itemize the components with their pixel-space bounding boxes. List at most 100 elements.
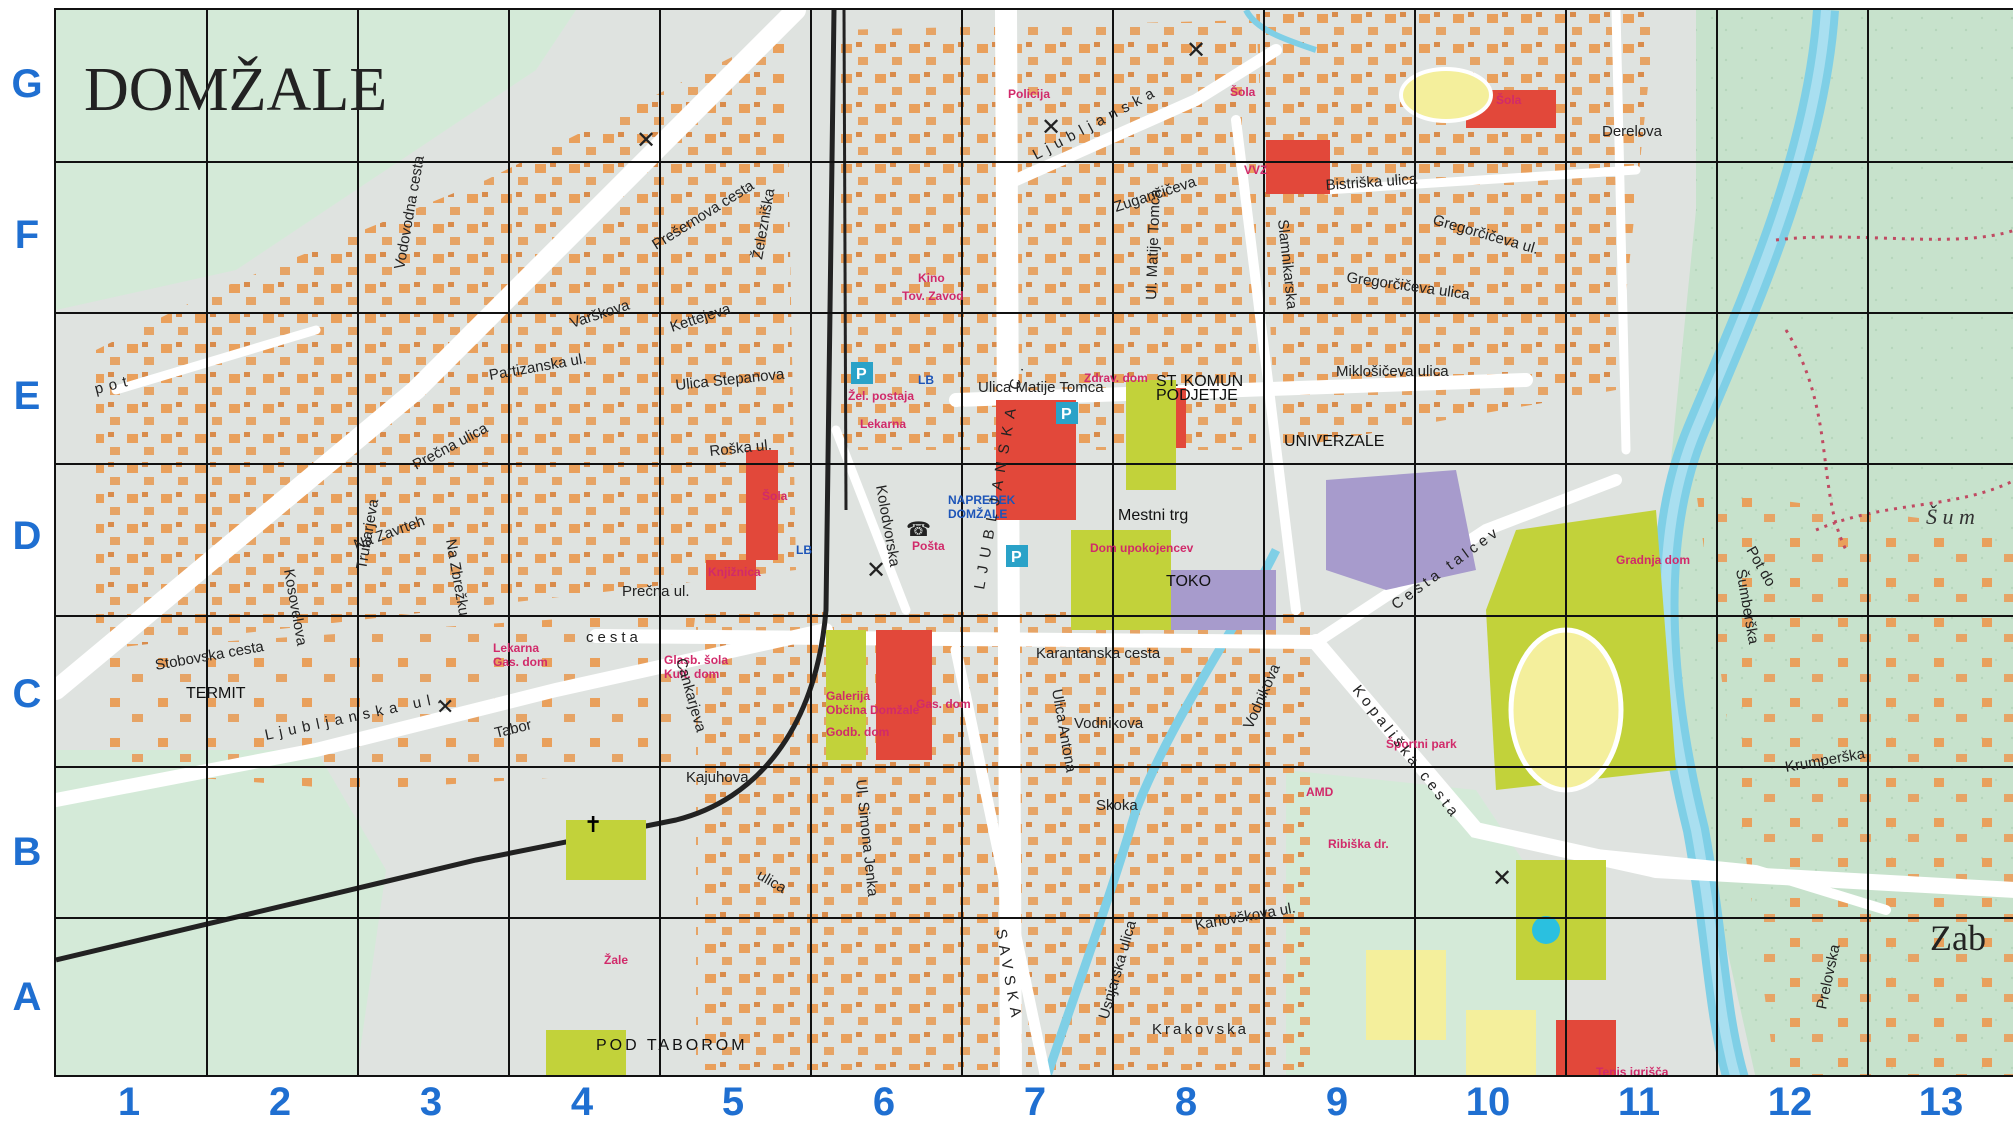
cross-marker-4: ✕ (866, 556, 886, 584)
poi-lb-2: LB (918, 373, 934, 387)
poi-tenis: Tenis igrišča (1596, 1065, 1669, 1077)
street-precna-ul: Prečna ul. (622, 583, 690, 600)
road-ljubljanska-north (1010, 44, 1282, 186)
poi-sola-2: Šola (1496, 92, 1522, 107)
street-kajuhova: Kajuhova (686, 769, 749, 786)
railway-line-double (842, 10, 848, 511)
col-label-5: 5 (721, 1080, 745, 1124)
row-label-e: E (13, 374, 41, 418)
street-skoka: Skoka (1096, 797, 1138, 814)
building-vvz (1266, 140, 1330, 194)
street-karantanska: Karantanska cesta (1036, 645, 1161, 662)
parking-icon-2 (1056, 402, 1078, 424)
road-bistriska (1321, 165, 1641, 195)
poi-tov-zavod: Tov. Zavod (902, 289, 964, 303)
poi-ribiska: Ribiška dr. (1328, 837, 1389, 851)
label-amd: AMD (1306, 785, 1334, 799)
row-label-b: B (12, 830, 42, 874)
poi-kult-dom: Kult. dom (664, 667, 719, 681)
park-south (1516, 860, 1606, 980)
forest-trail (1775, 229, 2013, 551)
school-building-1 (746, 450, 778, 560)
field-south-1 (1366, 950, 1446, 1040)
street-krakovska: Krakovska (1152, 1021, 1249, 1038)
map-frame[interactable]: P P P ✝ ✕ ✕ ✕ ✕ ✕ ✕ ☎ DOMŽALE Mestni trg… (54, 8, 2013, 1077)
green-area-south (1286, 770, 1576, 1075)
col-label-7: 7 (1023, 1080, 1047, 1124)
label-sum: Š u m (1926, 504, 1975, 529)
street-roska: Roška ul. (709, 437, 773, 460)
parking-icon-3 (1006, 545, 1028, 567)
univerzale-complex (1326, 470, 1476, 590)
poi-gas-dom-1: Gas. dom (916, 697, 971, 711)
road-rojska (1611, 10, 1631, 455)
road-kolodvorska (831, 425, 911, 615)
poi-vvz: VVZ (1244, 163, 1267, 177)
row-label-c: C (12, 672, 42, 716)
building-knjiznica (706, 560, 756, 590)
green-area-southwest (56, 750, 386, 1075)
running-track-north (1399, 67, 1493, 123)
cross-marker-3: ✕ (1186, 36, 1206, 64)
col-label-9: 9 (1325, 1080, 1349, 1124)
label-zab: Zab (1930, 918, 1986, 958)
railway-line (56, 10, 837, 963)
label-st-komun: ST. KOMUN (1156, 373, 1243, 390)
church-icon: ✝ (584, 813, 602, 838)
poi-lb-1: LB (796, 543, 812, 557)
road-slamnikarska (1231, 115, 1301, 615)
road-savska (950, 644, 1051, 1075)
label-toko: TOKO (1166, 573, 1211, 590)
cross-marker-5: ✕ (1492, 864, 1512, 892)
label-termit: TERMIT (186, 685, 246, 702)
poi-sola-1: Šola (762, 488, 788, 503)
road-karantanska (589, 629, 1323, 649)
row-label-d: D (12, 514, 42, 558)
road-east-krumperska (1551, 845, 1891, 915)
road-ljubljanska-west (56, 623, 833, 807)
poi-lekarna-2: Lekarna (493, 641, 539, 655)
label-pod-taborom: POD TABOROM (596, 1037, 748, 1054)
field-south-2 (1466, 1010, 1536, 1075)
parking-label-2: P (1061, 406, 1072, 423)
map-title: DOMŽALE (84, 56, 387, 124)
road-cesta-talcev (1310, 474, 1622, 648)
col-label-13: 13 (1918, 1080, 1964, 1124)
park-pod-taborom (546, 1030, 626, 1075)
label-podjetje: PODJETJE (1156, 387, 1238, 404)
street-miklosiceva: Miklošičeva ulica (1336, 363, 1449, 380)
toko-complex (1156, 570, 1276, 630)
poi-kino: Kino (918, 271, 945, 285)
label-univerzale: UNIVERZALE (1284, 433, 1384, 450)
row-label-g: G (11, 62, 43, 106)
col-label-2: 2 (268, 1080, 292, 1124)
poi-gradnja: Gradnja dom (1616, 553, 1690, 567)
houses-far-east (1696, 490, 2013, 1075)
park-dom-upokojencev (1071, 530, 1171, 630)
poi-godb-dom: Godb. dom (826, 725, 889, 739)
poi-posta: Pošta (912, 539, 945, 553)
map-canvas[interactable]: P P P ✝ ✕ ✕ ✕ ✕ ✕ ✕ ☎ DOMŽALE Mestni trg… (56, 10, 2013, 1077)
map-grid (56, 10, 2013, 1075)
row-label-f: F (14, 213, 40, 257)
park-station (826, 630, 866, 760)
row-label-a: A (12, 975, 42, 1019)
col-label-12: 12 (1767, 1080, 1813, 1124)
col-label-11: 11 (1617, 1080, 1661, 1124)
cross-marker-2: ✕ (1041, 113, 1061, 141)
houses-southwest (96, 610, 696, 790)
poi-sola-3: Šola (1230, 84, 1256, 99)
street-derelova: Derelova (1602, 123, 1663, 140)
street-bistriska: Bistriška ulica (1325, 171, 1418, 194)
street-ul-matije-tomca: Ul. Matije Tomca (1143, 188, 1164, 300)
building-center (876, 630, 932, 760)
poi-zdrav-dom: Zdrav. dom (1084, 371, 1148, 385)
cross-marker-6: ✕ (436, 695, 454, 720)
street-cesta-word: cesta (586, 629, 642, 646)
col-label-1: 1 (117, 1080, 141, 1124)
phone-icon: ☎ (906, 517, 931, 541)
col-label-6: 6 (872, 1080, 896, 1124)
poi-lekarna-1: Lekarna (860, 417, 906, 431)
street-ulica-matije-tomca: Ulica Matije Tomca (978, 379, 1104, 396)
river-kamniska-bistrica-inner (1660, 10, 1831, 1075)
